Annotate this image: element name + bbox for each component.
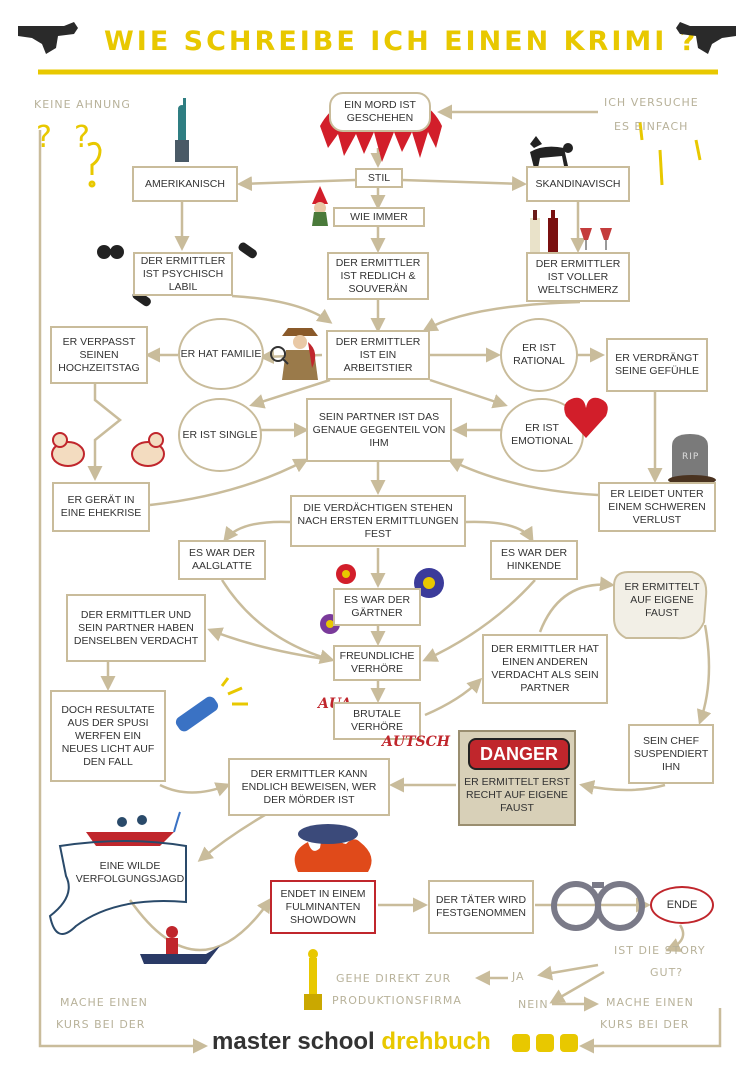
node-hinkende: ES WAR DER HINKENDE (490, 540, 578, 580)
hand-ist-die-story: IST DIE STORY (614, 944, 706, 957)
node-partner: SEIN PARTNER IST DAS GENAUE GEGENTEIL VO… (306, 398, 452, 462)
danger-sign-icon: DANGER ER ERMITTELT ERST RECHT AUF EIGEN… (458, 730, 576, 826)
jetski-icon (140, 926, 220, 964)
danger-text: ER ERMITTELT ERST RECHT AUF EIGENE FAUST (464, 776, 570, 814)
node-showdown: ENDET IN EINEM FULMINANTEN SHOWDOWN (270, 880, 376, 934)
hand-mache-right2: KURS BEI DER (600, 1018, 690, 1031)
fire-icon (294, 824, 372, 872)
fist-icon (613, 571, 708, 640)
node-redlich: DER ERMITTLER IST REDLICH & SOUVERÄN (327, 252, 429, 300)
node-eigene-faust: ER ERMITTELT AUF EIGENE FAUST (624, 580, 700, 619)
node-arbeitstier: DER ERMITTLER IST EIN ARBEITSTIER (326, 330, 430, 380)
flower-icon (414, 568, 444, 598)
question-mark-icon: ? ? (36, 120, 91, 155)
footer-logo: master school drehbuch (212, 1028, 491, 1056)
node-wie-immer: WIE IMMER (333, 207, 425, 227)
node-denselben: DER ERMITTLER UND SEIN PARTNER HABEN DEN… (66, 594, 206, 662)
node-verdaechtige: DIE VERDÄCHTIGEN STEHEN NACH ERSTEN ERMI… (290, 495, 466, 547)
hand-keine-ahnung: KEINE AHNUNG (34, 98, 131, 111)
node-beweisen: DER ERMITTLER KANN ENDLICH BEWEISEN, WER… (228, 758, 390, 816)
page-title: WIE SCHREIBE ICH EINEN KRIMI ? (104, 26, 699, 57)
node-chef: SEIN CHEF SUSPENDIERT IHN (628, 724, 714, 784)
oscar-statue-icon (304, 949, 322, 1010)
node-mord: EIN MORD IST GESCHEHEN (329, 92, 431, 132)
gravestone-icon (668, 434, 716, 482)
detective-icon (270, 328, 318, 380)
rip-label: RIP (682, 452, 700, 462)
node-verlust: ER LEIDET UNTER EINEM SCHWEREN VERLUST (598, 482, 716, 532)
node-familie: ER HAT FAMILIE (178, 318, 264, 390)
birds-icon (51, 432, 165, 467)
logo-dot (560, 1034, 578, 1052)
node-labil: DER ERMITTLER IST PSYCHISCH LABIL (133, 252, 233, 296)
heart-bow-icon (564, 397, 608, 438)
hand-gut: GUT? (650, 966, 684, 979)
node-verpasst: ER VERPASST SEINEN HOCHZEITSTAG (50, 326, 148, 384)
node-stil: STIL (355, 168, 403, 188)
revolver-icon (676, 22, 736, 54)
hand-mache-left1: MACHE EINEN (60, 996, 148, 1009)
hand-mache-right1: MACHE EINEN (606, 996, 694, 1009)
handcuffs-icon (551, 881, 645, 931)
node-festgenommen: DER TÄTER WIRD FESTGENOMMEN (428, 880, 534, 934)
node-single: ER IST SINGLE (178, 398, 262, 472)
gnome-icon (312, 186, 328, 226)
hand-mache-left2: KURS BEI DER (56, 1018, 146, 1031)
node-amerikanisch: AMERIKANISCH (132, 166, 238, 202)
node-ehekrise: ER GERÄT IN EINE EHEKRISE (52, 482, 150, 532)
node-verdraengt: ER VERDRÄNGT SEINE GEFÜHLE (606, 338, 708, 392)
node-ende: ENDE (650, 886, 714, 924)
hand-autsch: AUTSCH (382, 734, 450, 750)
node-aalglatte: ES WAR DER AALGLATTE (178, 540, 266, 580)
revolver-icon (18, 22, 78, 54)
wine-bottles-icon (530, 210, 612, 252)
node-weltschmerz: DER ERMITTLER IST VOLLER WELTSCHMERZ (526, 252, 630, 302)
statue-of-liberty-icon (175, 98, 189, 162)
chase-outline (48, 840, 187, 935)
flower-icon (336, 564, 356, 584)
pills-icon (97, 245, 124, 259)
moose-icon (530, 136, 573, 168)
hand-produktionsfirma: PRODUKTIONSFIRMA (332, 994, 462, 1007)
footer-part2: drehbuch (381, 1028, 491, 1055)
hand-gehe-direkt: GEHE DIREKT ZUR (336, 972, 452, 985)
hand-es-einfach: ES EINFACH (614, 120, 689, 133)
node-spusi: DOCH RESULTATE AUS DER SPUSI WERFEN EIN … (50, 690, 166, 782)
node-skandinavisch: SKANDINAVISCH (526, 166, 630, 202)
hand-nein: NEIN (518, 998, 549, 1011)
node-gaertner: ES WAR DER GÄRTNER (333, 588, 421, 626)
logo-dot (512, 1034, 530, 1052)
node-emotional: ER IST EMOTIONAL (500, 398, 584, 472)
flashlight-icon (175, 677, 248, 732)
logo-dot (536, 1034, 554, 1052)
danger-label: DANGER (468, 738, 570, 770)
hand-ja: JA (512, 970, 525, 983)
node-jagd: EINE WILDE VERFOLGUNGSJAGD (75, 860, 185, 885)
hand-ich-versuche: ICH VERSUCHE (604, 96, 699, 109)
node-anderen: DER ERMITTLER HAT EINEN ANDEREN VERDACHT… (482, 634, 608, 704)
node-rational: ER IST RATIONAL (500, 318, 578, 392)
node-freundlich: FREUNDLICHE VERHÖRE (333, 645, 421, 681)
node-brutal: BRUTALE VERHÖRE (333, 702, 421, 740)
pills-icon (238, 242, 257, 259)
footer-part1: master school (212, 1028, 375, 1055)
